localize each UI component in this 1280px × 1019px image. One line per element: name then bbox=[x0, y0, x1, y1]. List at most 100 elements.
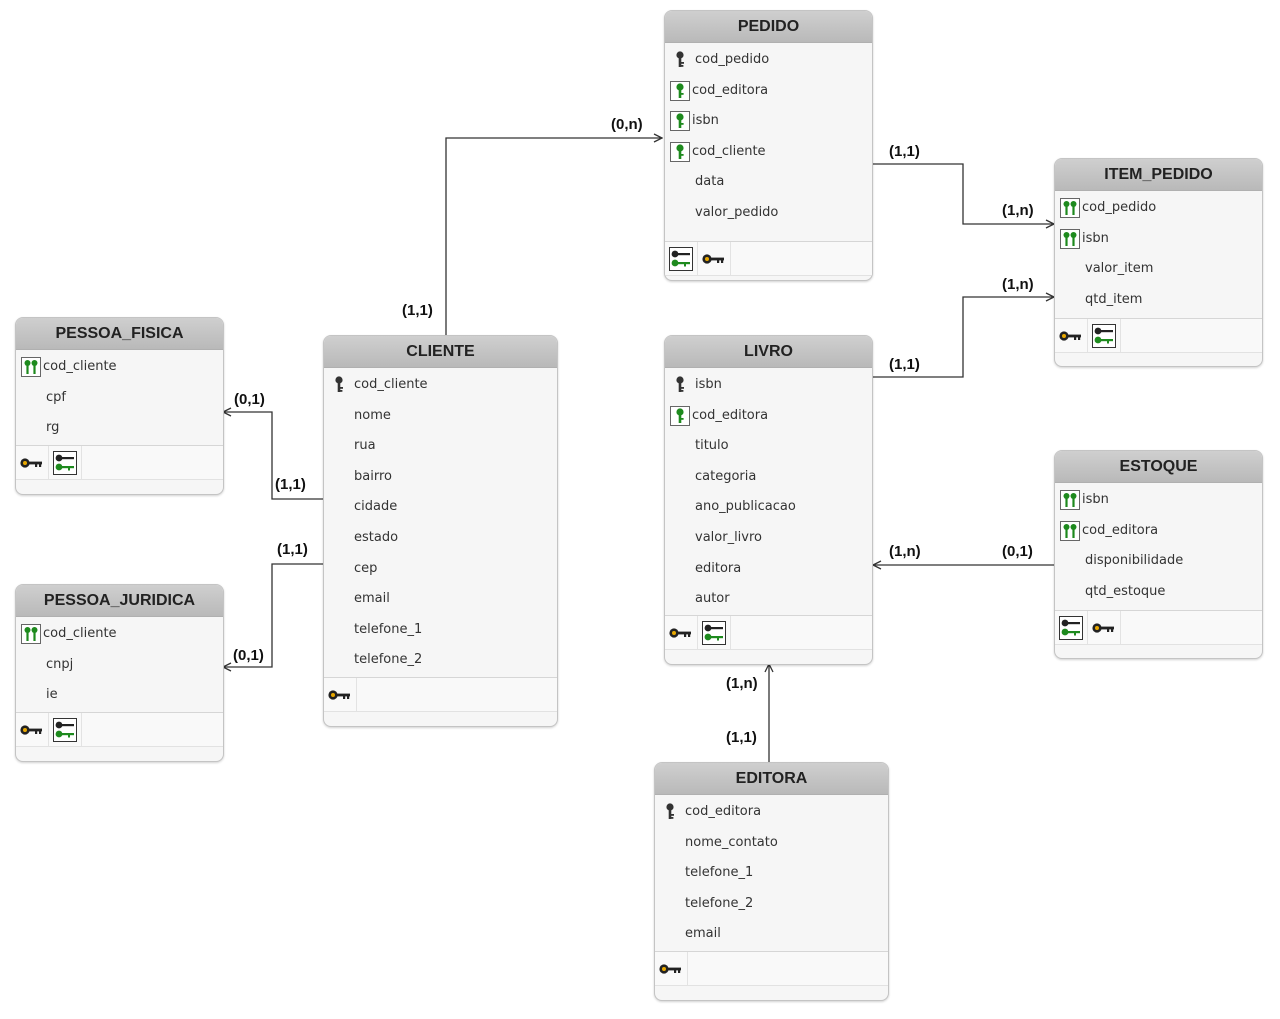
attribute-row[interactable]: qtd_estoque bbox=[1055, 577, 1262, 608]
entity-title[interactable]: ITEM_PEDIDO bbox=[1055, 159, 1262, 191]
attribute-row[interactable]: cidade bbox=[324, 492, 557, 523]
attribute-name: cod_cliente bbox=[354, 377, 428, 392]
attribute-name: editora bbox=[695, 560, 742, 576]
attribute-row[interactable]: cod_cliente bbox=[16, 619, 223, 650]
attribute-row[interactable]: ano_publicacao bbox=[665, 492, 872, 523]
attribute-row[interactable]: cod_cliente bbox=[665, 137, 872, 168]
attribute-name: email bbox=[685, 926, 721, 942]
cardinality-label: (1,1) bbox=[889, 143, 920, 160]
primary-foreign-key-icon bbox=[21, 624, 41, 644]
entity-title[interactable]: CLIENTE bbox=[324, 336, 557, 368]
attribute-row[interactable]: cod_pedido bbox=[665, 45, 872, 76]
attribute-row[interactable]: cod_editora bbox=[665, 76, 872, 107]
entity-title[interactable]: PEDIDO bbox=[665, 11, 872, 43]
attribute-row[interactable]: email bbox=[655, 919, 888, 950]
attribute-row[interactable]: rua bbox=[324, 431, 557, 462]
attribute-row[interactable]: isbn bbox=[1055, 224, 1262, 255]
primary-foreign-key-icon bbox=[1060, 490, 1080, 510]
entity-title[interactable]: LIVRO bbox=[665, 336, 872, 368]
cardinality-label: (1,n) bbox=[726, 675, 758, 692]
attribute-row[interactable]: email bbox=[324, 584, 557, 615]
attribute-row[interactable]: nome_contato bbox=[655, 828, 888, 859]
attribute-row[interactable]: cod_cliente bbox=[16, 352, 223, 383]
fk-index-icon[interactable] bbox=[665, 242, 698, 275]
attribute-row[interactable]: cnpj bbox=[16, 650, 223, 681]
attribute-name: data bbox=[695, 174, 725, 190]
cardinality-label: (0,n) bbox=[611, 116, 643, 133]
cardinality-label: (1,n) bbox=[1002, 202, 1034, 219]
attribute-name: cod_editora bbox=[685, 804, 762, 819]
attribute-name: telefone_2 bbox=[685, 895, 754, 911]
attribute-row[interactable]: qtd_item bbox=[1055, 285, 1262, 316]
cardinality-label: (1,1) bbox=[402, 302, 433, 319]
attribute-name: bairro bbox=[354, 468, 392, 484]
primary-key-icon[interactable] bbox=[16, 446, 49, 479]
attribute-row[interactable]: nome bbox=[324, 401, 557, 432]
attribute-row[interactable]: categoria bbox=[665, 462, 872, 493]
attribute-row[interactable]: telefone_1 bbox=[324, 615, 557, 646]
attribute-row[interactable]: cod_editora bbox=[655, 797, 888, 828]
attribute-row[interactable]: ie bbox=[16, 680, 223, 711]
fk-index-icon[interactable] bbox=[49, 446, 82, 479]
attribute-row[interactable]: valor_item bbox=[1055, 254, 1262, 285]
attribute-row[interactable]: valor_pedido bbox=[665, 198, 872, 229]
primary-key-icon bbox=[660, 802, 680, 822]
primary-foreign-key-icon bbox=[21, 357, 41, 377]
entity-title[interactable]: EDITORA bbox=[655, 763, 888, 795]
primary-foreign-key-icon bbox=[1060, 228, 1080, 249]
fk-index-icon[interactable] bbox=[698, 616, 731, 649]
attribute-row[interactable]: rg bbox=[16, 413, 223, 444]
attribute-row[interactable]: bairro bbox=[324, 462, 557, 493]
attribute-row[interactable]: titulo bbox=[665, 431, 872, 462]
attribute-name: cod_editora bbox=[692, 407, 769, 423]
attribute-name: qtd_estoque bbox=[1085, 583, 1166, 599]
attribute-row[interactable]: isbn bbox=[1055, 485, 1262, 516]
attribute-name: cod_cliente bbox=[692, 143, 766, 159]
attribute-row[interactable]: cod_pedido bbox=[1055, 193, 1262, 224]
attribute-row[interactable]: telefone_2 bbox=[324, 645, 557, 676]
attribute-row[interactable]: isbn bbox=[665, 370, 872, 401]
attribute-row[interactable]: cod_cliente bbox=[324, 370, 557, 401]
attribute-row[interactable]: isbn bbox=[665, 106, 872, 137]
fk-index-icon[interactable] bbox=[1088, 319, 1121, 352]
attribute-row[interactable]: telefone_2 bbox=[655, 889, 888, 920]
attribute-row[interactable]: valor_livro bbox=[665, 523, 872, 554]
attribute-row[interactable]: cpf bbox=[16, 383, 223, 414]
attribute-row[interactable]: autor bbox=[665, 584, 872, 615]
primary-key-icon[interactable] bbox=[1055, 319, 1088, 352]
line-cliente-pessoa-fisica bbox=[223, 412, 323, 500]
cardinality-label: (1,1) bbox=[277, 541, 308, 558]
attribute-name: isbn bbox=[1082, 492, 1109, 507]
attribute-row[interactable]: disponibilidade bbox=[1055, 546, 1262, 577]
fk-index-icon[interactable] bbox=[49, 713, 82, 746]
attribute-row[interactable]: data bbox=[665, 167, 872, 198]
attribute-row[interactable]: editora bbox=[665, 554, 872, 585]
primary-key-icon[interactable] bbox=[1088, 611, 1121, 644]
primary-key-icon[interactable] bbox=[698, 242, 731, 275]
fk-index-icon[interactable] bbox=[1055, 611, 1088, 644]
attribute-row[interactable]: cod_editora bbox=[1055, 516, 1262, 547]
primary-key-icon bbox=[670, 375, 690, 395]
entity-title[interactable]: PESSOA_JURIDICA bbox=[16, 585, 223, 617]
primary-key-icon[interactable] bbox=[665, 616, 698, 649]
attribute-row[interactable]: estado bbox=[324, 523, 557, 554]
attribute-row[interactable]: cod_editora bbox=[665, 401, 872, 432]
attribute-row[interactable]: cep bbox=[324, 554, 557, 585]
attribute-row[interactable]: telefone_1 bbox=[655, 858, 888, 889]
entity-title[interactable]: ESTOQUE bbox=[1055, 451, 1262, 483]
attribute-name: telefone_2 bbox=[354, 652, 423, 668]
primary-key-icon[interactable] bbox=[324, 678, 357, 711]
primary-key-icon[interactable] bbox=[16, 713, 49, 746]
primary-key-icon[interactable] bbox=[655, 952, 688, 985]
foreign-key-icon bbox=[670, 405, 690, 426]
entity-title[interactable]: PESSOA_FISICA bbox=[16, 318, 223, 350]
